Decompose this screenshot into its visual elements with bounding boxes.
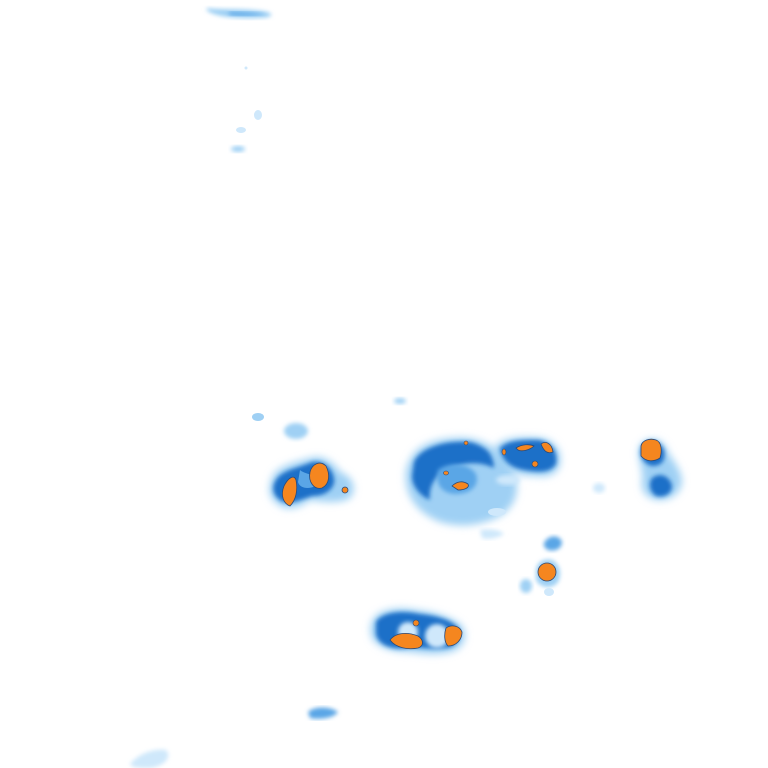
precip-cell-west-cluster — [269, 456, 354, 509]
precip-cell-central-ring — [405, 437, 517, 539]
precip-cell-upper-left-specks — [231, 66, 605, 493]
precip-cell-bottom-specks — [130, 707, 338, 768]
precip-cell-center-east-cluster — [463, 437, 561, 485]
precip-cell-south-pair — [370, 608, 465, 654]
precip-cell-far-east — [638, 438, 682, 500]
precip-cell-top-streak — [206, 8, 272, 19]
precip-cell-small-south — [520, 536, 562, 596]
